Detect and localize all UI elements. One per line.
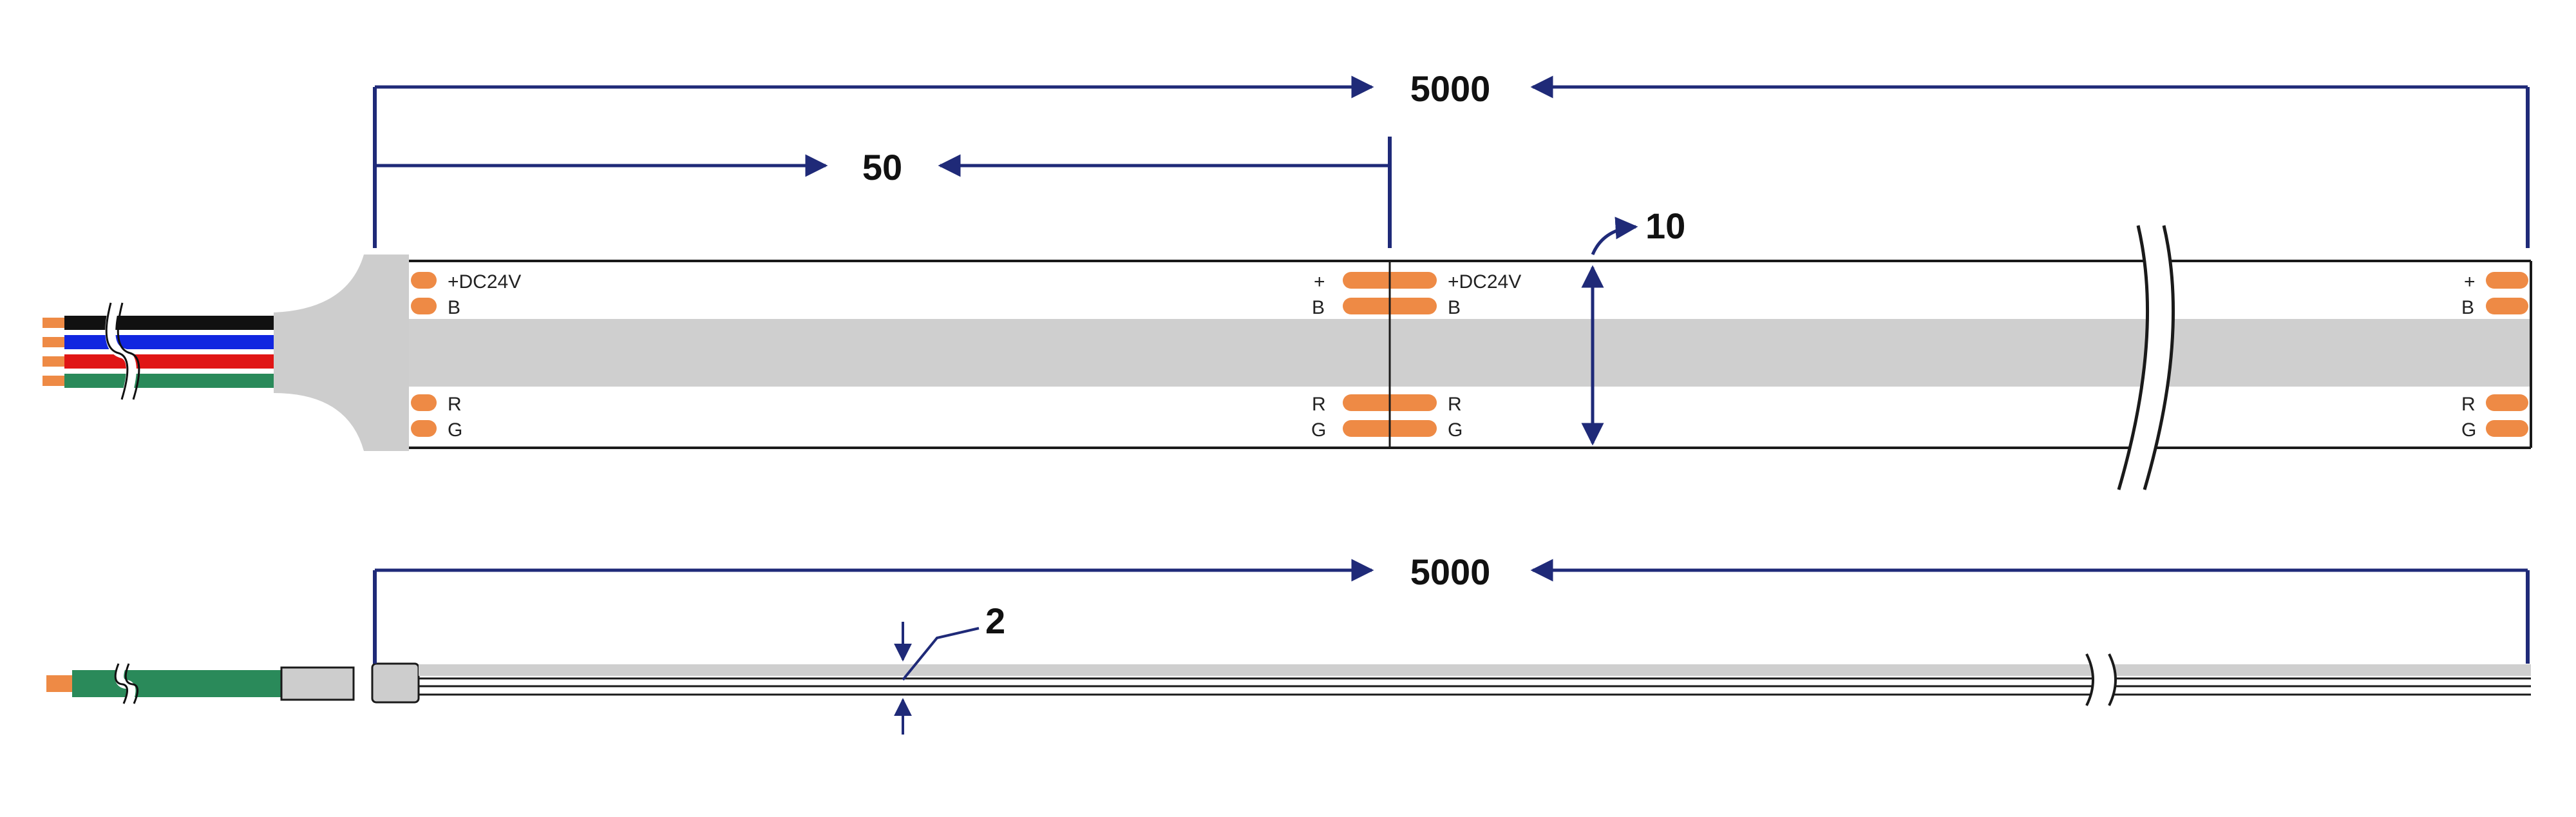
wire-tip — [46, 675, 72, 692]
wire-black — [64, 316, 274, 330]
wire-tip — [43, 376, 64, 386]
pad-blue — [2486, 298, 2528, 314]
side-strip — [419, 653, 2531, 706]
pad-red — [2486, 394, 2528, 411]
wire-break-mark — [115, 662, 136, 706]
pad-label-green: G — [448, 419, 462, 441]
pad-label-blue: B — [448, 297, 460, 318]
end-cap — [274, 255, 409, 451]
wire-green — [64, 374, 274, 388]
pad-labels: +DC24V B R G + B R G +DC24V B R G + B R … — [448, 271, 2476, 441]
pad-label-green: G — [1448, 419, 1463, 441]
pad-red — [411, 394, 437, 411]
side-end-cap-collar — [371, 662, 420, 704]
wire-green — [72, 670, 281, 697]
dim-label-total-length: 5000 — [1410, 68, 1491, 109]
pad-positive — [411, 272, 437, 289]
wire-tip — [43, 318, 64, 328]
wire-blue — [64, 335, 274, 349]
pad-label-positive: +DC24V — [1448, 271, 1521, 293]
wire-tip — [43, 356, 64, 367]
pad-green — [2486, 420, 2528, 437]
pad-blue — [411, 298, 437, 314]
wire-break-mark — [105, 302, 137, 401]
dimension-thickness: 2 — [894, 601, 1005, 735]
wire-break-mark — [105, 302, 129, 400]
side-end-cap — [280, 666, 355, 701]
dimension-width: 10 — [1581, 206, 1685, 446]
pad-label-green: G — [1311, 419, 1326, 441]
pad-label-red: R — [1448, 394, 1462, 415]
side-wire — [46, 662, 281, 706]
strip-body — [409, 260, 2532, 449]
wire-red — [64, 354, 274, 369]
dim-label-total-length: 5000 — [1410, 552, 1491, 592]
pad-label-red: R — [1312, 394, 1326, 415]
dim-label-thickness: 2 — [985, 601, 1005, 641]
pad-green — [411, 420, 437, 437]
pad-label-blue: B — [1312, 297, 1325, 318]
pad-label-red: R — [2461, 394, 2476, 415]
side-view: 5000 2 — [46, 552, 2531, 735]
pad-label-positive: + — [1314, 271, 1325, 293]
dim-label-width: 10 — [1645, 206, 1685, 246]
pad-label-positive: + — [2464, 271, 2476, 293]
wire-break-mark — [114, 663, 128, 704]
top-view: +DC24V B R G + B R G +DC24V B R G + B R … — [43, 68, 2532, 490]
pad-label-blue: B — [2461, 297, 2474, 318]
solder-pads — [411, 269, 2528, 439]
dimension-total-length-top: 5000 — [373, 68, 2530, 248]
led-band — [409, 319, 2531, 387]
pad-label-red: R — [448, 394, 462, 415]
dimension-cut-unit: 50 — [375, 137, 1392, 248]
pad-label-green: G — [2461, 419, 2476, 441]
wire-break-mark — [117, 302, 140, 400]
wire-tip — [43, 337, 64, 347]
pad-label-blue: B — [1448, 297, 1461, 318]
pad-positive — [2486, 272, 2528, 289]
pad-label-positive: +DC24V — [448, 271, 521, 293]
break-symbol — [2117, 225, 2175, 490]
wire-bundle — [43, 302, 274, 401]
dim-label-cut-unit: 50 — [862, 147, 902, 187]
wire-break-mark — [124, 663, 138, 704]
dimension-total-length-side: 5000 — [373, 552, 2530, 664]
